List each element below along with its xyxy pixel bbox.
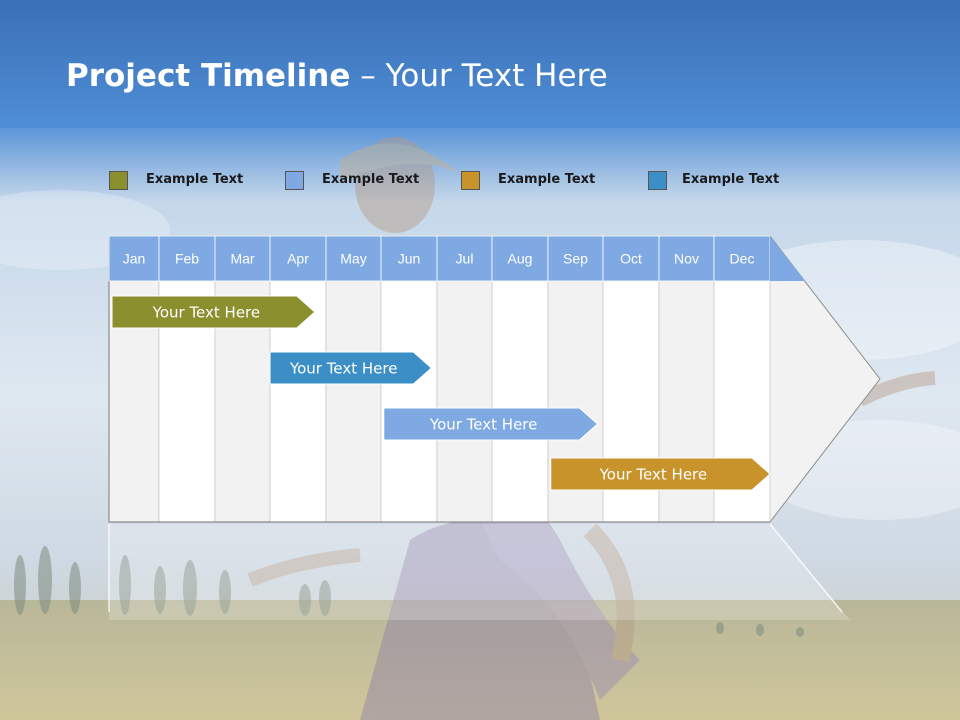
month-label: Feb — [175, 251, 199, 267]
month-label: Nov — [674, 251, 699, 267]
legend-swatch — [461, 171, 480, 190]
slide-title: Project Timeline – Your Text Here — [66, 58, 608, 94]
task-label: Your Text Here — [599, 466, 707, 484]
month-header-cell — [602, 235, 660, 282]
arrow-header-tip — [770, 236, 805, 281]
month-label: Apr — [287, 251, 309, 267]
reflection-edge — [769, 523, 843, 613]
legend-swatch — [285, 171, 304, 190]
task-bar — [383, 407, 599, 441]
month-header-cell — [214, 235, 271, 282]
slide-title-rest: – Your Text Here — [350, 58, 608, 94]
task-bar — [269, 351, 433, 385]
month-column — [380, 280, 438, 523]
month-label: Jan — [123, 251, 146, 267]
legend-label: Example Text — [322, 172, 420, 187]
task-label: Your Text Here — [289, 360, 397, 378]
legend-label: Example Text — [498, 172, 596, 187]
month-label: Oct — [620, 251, 642, 267]
task-bar — [550, 457, 771, 491]
legend-label: Example Text — [146, 172, 244, 187]
legend-swatch — [109, 171, 128, 190]
month-header-cell — [436, 235, 493, 282]
task-label: Your Text Here — [152, 304, 260, 322]
month-label: Dec — [730, 251, 755, 267]
month-label: Jul — [456, 251, 474, 267]
month-header-cell — [108, 235, 160, 282]
month-label: Aug — [508, 251, 533, 267]
month-column — [325, 280, 382, 523]
month-column — [436, 280, 493, 523]
month-header-row: Jan Feb Mar Apr May Jun Jul Aug Sep Oct Nov Dec — [108, 235, 805, 282]
month-header-cell — [658, 235, 715, 282]
legend-swatch — [648, 171, 667, 190]
month-header-cell — [158, 235, 216, 282]
task-label: Your Text Here — [429, 416, 537, 434]
month-header-cell — [269, 235, 327, 282]
reflection-shape — [109, 524, 850, 620]
task-bar — [111, 295, 316, 329]
month-column — [491, 280, 549, 523]
month-header-cell — [713, 235, 771, 282]
month-label: May — [340, 251, 366, 267]
slide-title-bold: Project Timeline — [66, 58, 351, 94]
month-label: Sep — [563, 251, 588, 267]
month-header-cell — [380, 235, 438, 282]
timeline-reflection — [108, 523, 850, 620]
month-label: Jun — [398, 251, 421, 267]
month-header-cell — [547, 235, 604, 282]
month-label: Mar — [230, 251, 254, 267]
legend-label: Example Text — [682, 172, 780, 187]
month-header-cell — [491, 235, 549, 282]
